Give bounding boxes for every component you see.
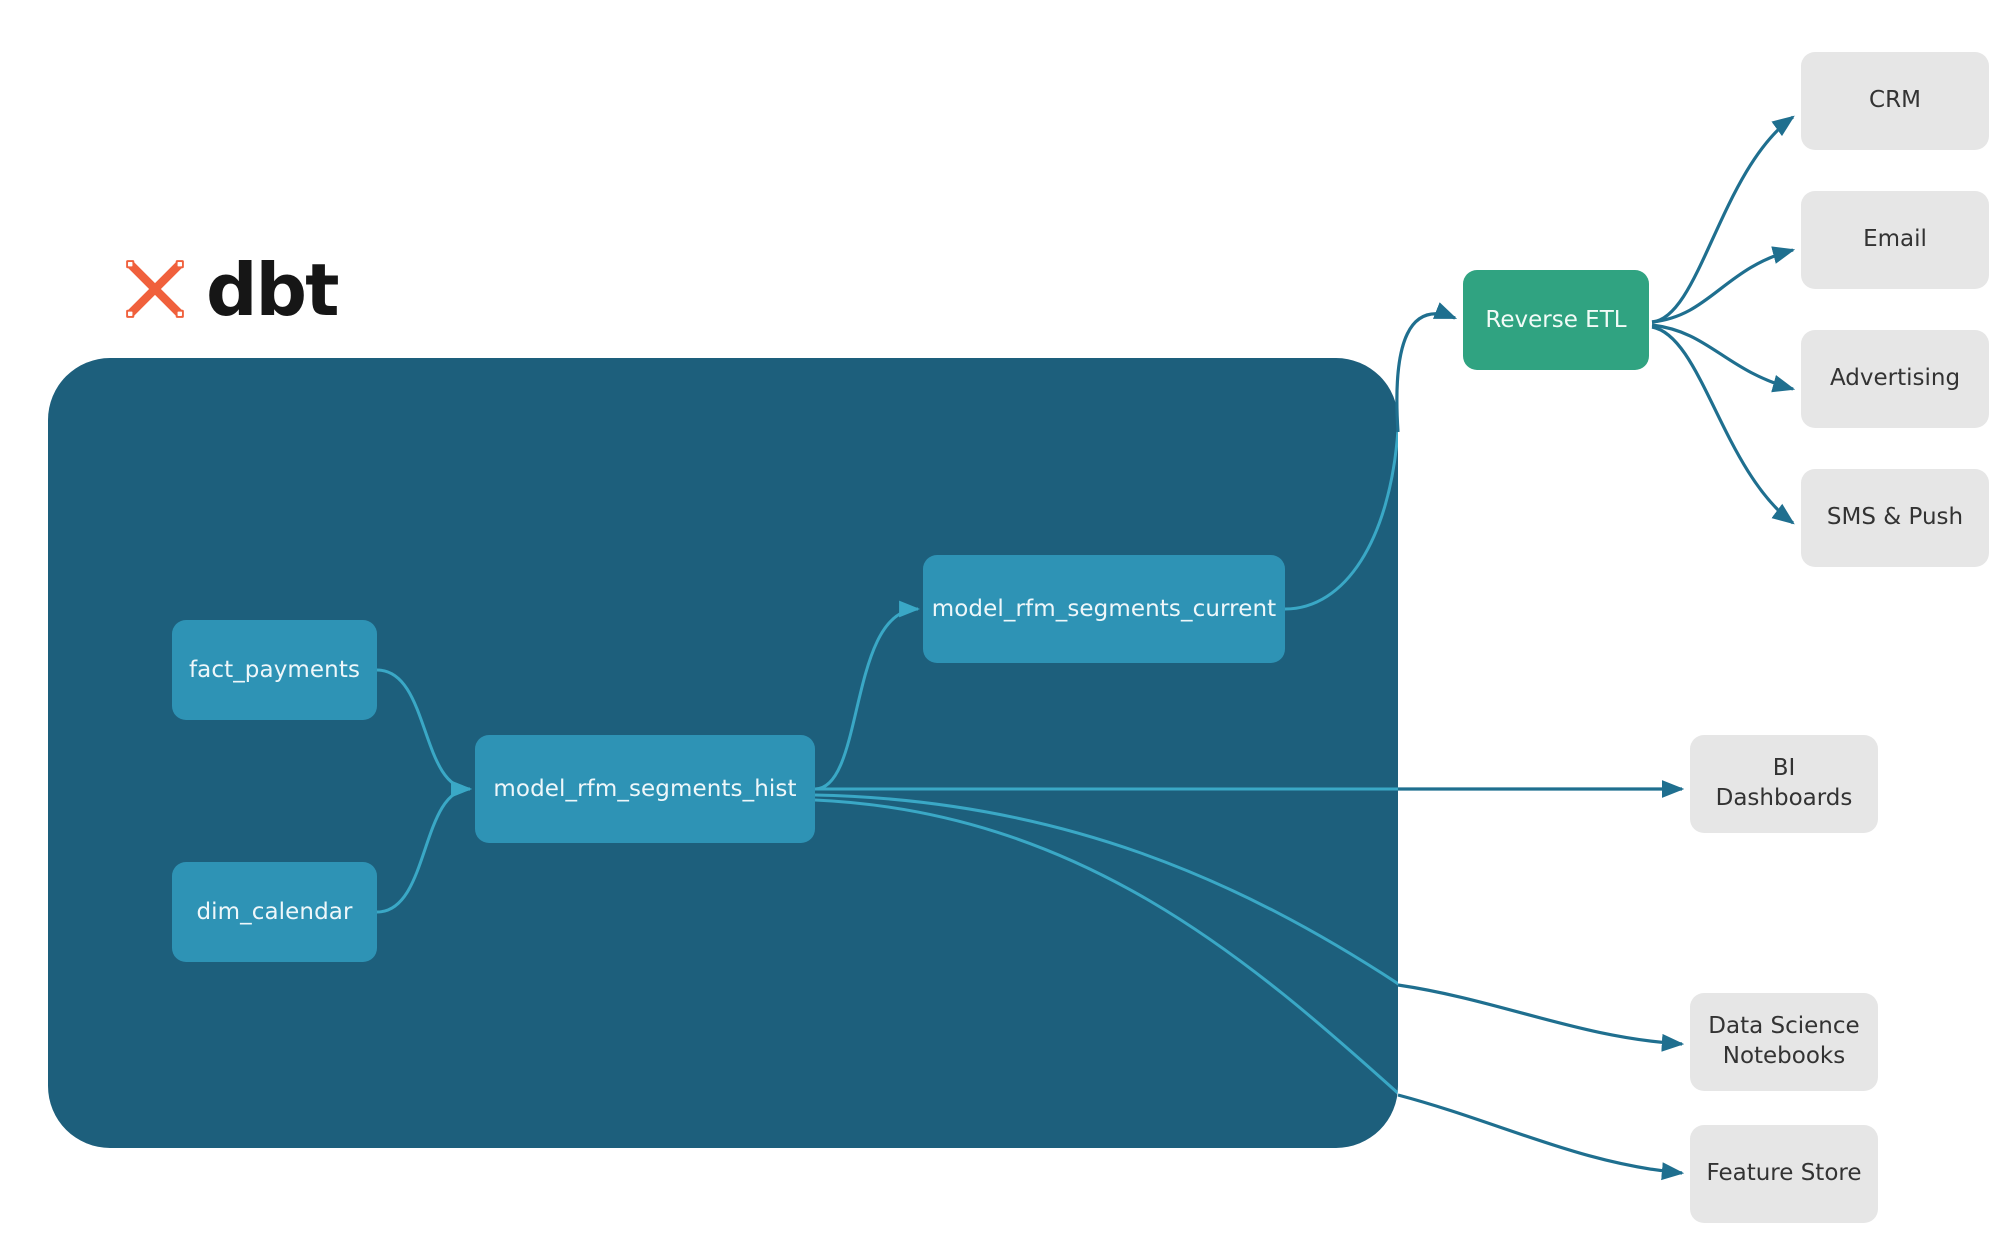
model-node-rfm-segments-hist[interactable]: model_rfm_segments_hist (475, 735, 815, 843)
dbt-x-mark-icon (126, 260, 184, 318)
edge-reverse-etl-to-advertising (1651, 323, 1796, 393)
edge-reverse-etl-to-email (1651, 246, 1796, 324)
destination-node-advertising[interactable]: Advertising (1801, 330, 1989, 428)
model-node-fact-payments[interactable]: fact_payments (172, 620, 377, 720)
reverse-etl-node[interactable]: Reverse ETL (1463, 270, 1649, 370)
edge-to-feature-store (1397, 1093, 1685, 1181)
edge-to-data-science-notebooks (1397, 983, 1685, 1052)
dbt-wordmark: dbt (206, 248, 339, 332)
destination-node-bi-dashboards[interactable]: BI Dashboards (1690, 735, 1878, 833)
destination-node-email[interactable]: Email (1801, 191, 1989, 289)
destination-node-sms-push[interactable]: SMS & Push (1801, 469, 1989, 567)
destination-node-crm[interactable]: CRM (1801, 52, 1989, 150)
model-node-rfm-segments-current[interactable]: model_rfm_segments_current (923, 555, 1285, 663)
model-node-dim-calendar[interactable]: dim_calendar (172, 862, 377, 962)
destination-node-feature-store[interactable]: Feature Store (1690, 1125, 1878, 1223)
dbt-logo: dbt (118, 248, 339, 332)
edge-reverse-etl-to-crm (1651, 115, 1795, 324)
edge-reverse-etl-to-sms (1651, 325, 1795, 525)
edge-to-reverse-etl (1395, 302, 1458, 433)
